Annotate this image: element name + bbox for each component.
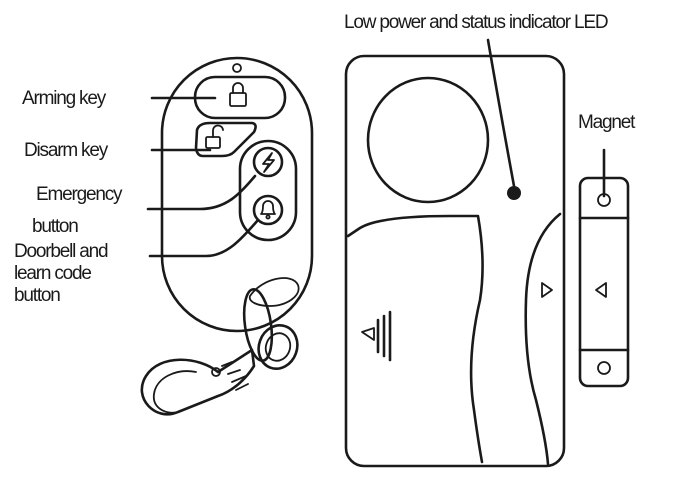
arming-key[interactable] [193, 75, 287, 120]
alarm-unit [344, 54, 566, 468]
status-led [507, 186, 521, 200]
svg-text:Emergency: Emergency [36, 184, 123, 205]
magnet-unit [578, 176, 630, 388]
svg-text:Doorbell and: Doorbell and [14, 241, 108, 262]
magnet-body [578, 176, 630, 388]
speaker-grille [366, 76, 490, 204]
fob-ring-hole [248, 277, 300, 307]
svg-text:button: button [14, 285, 60, 306]
bell-icon [260, 200, 276, 220]
svg-text:Magnet: Magnet [578, 112, 636, 133]
label-led: Low power and status indicator LED [344, 12, 609, 188]
label-disarm-key: Disarm key [24, 140, 212, 161]
alignment-arrow [541, 282, 553, 298]
remote-key-fob [140, 56, 314, 416]
fob-top-dot [232, 63, 242, 73]
slide-grip [361, 310, 392, 362]
carabiner-clip [140, 348, 256, 416]
label-doorbell-button: Doorbell and learn code button [14, 218, 260, 306]
label-magnet: Magnet [578, 112, 637, 198]
svg-text:button: button [32, 216, 78, 237]
svg-text:Low power and status indicator: Low power and status indicator LED [344, 12, 608, 33]
unlocked-padlock-icon [205, 124, 224, 149]
label-emergency-button: Emergency button [32, 174, 257, 237]
magnet-arrow [595, 282, 607, 298]
label-arming-key: Arming key [22, 88, 217, 109]
key-ring [242, 288, 299, 370]
battery-cover [346, 214, 484, 464]
magnet-screw-bottom [597, 361, 611, 375]
svg-text:Disarm key: Disarm key [24, 140, 109, 161]
svg-text:learn code: learn code [14, 263, 91, 284]
emergency-button[interactable] [252, 146, 284, 178]
svg-text:Arming key: Arming key [22, 88, 107, 109]
disarm-key[interactable] [194, 121, 257, 158]
inner-curve [524, 212, 562, 466]
lightning-bolt-icon [262, 152, 275, 173]
doorbell-button[interactable] [252, 194, 284, 226]
locked-padlock-icon [229, 82, 247, 107]
